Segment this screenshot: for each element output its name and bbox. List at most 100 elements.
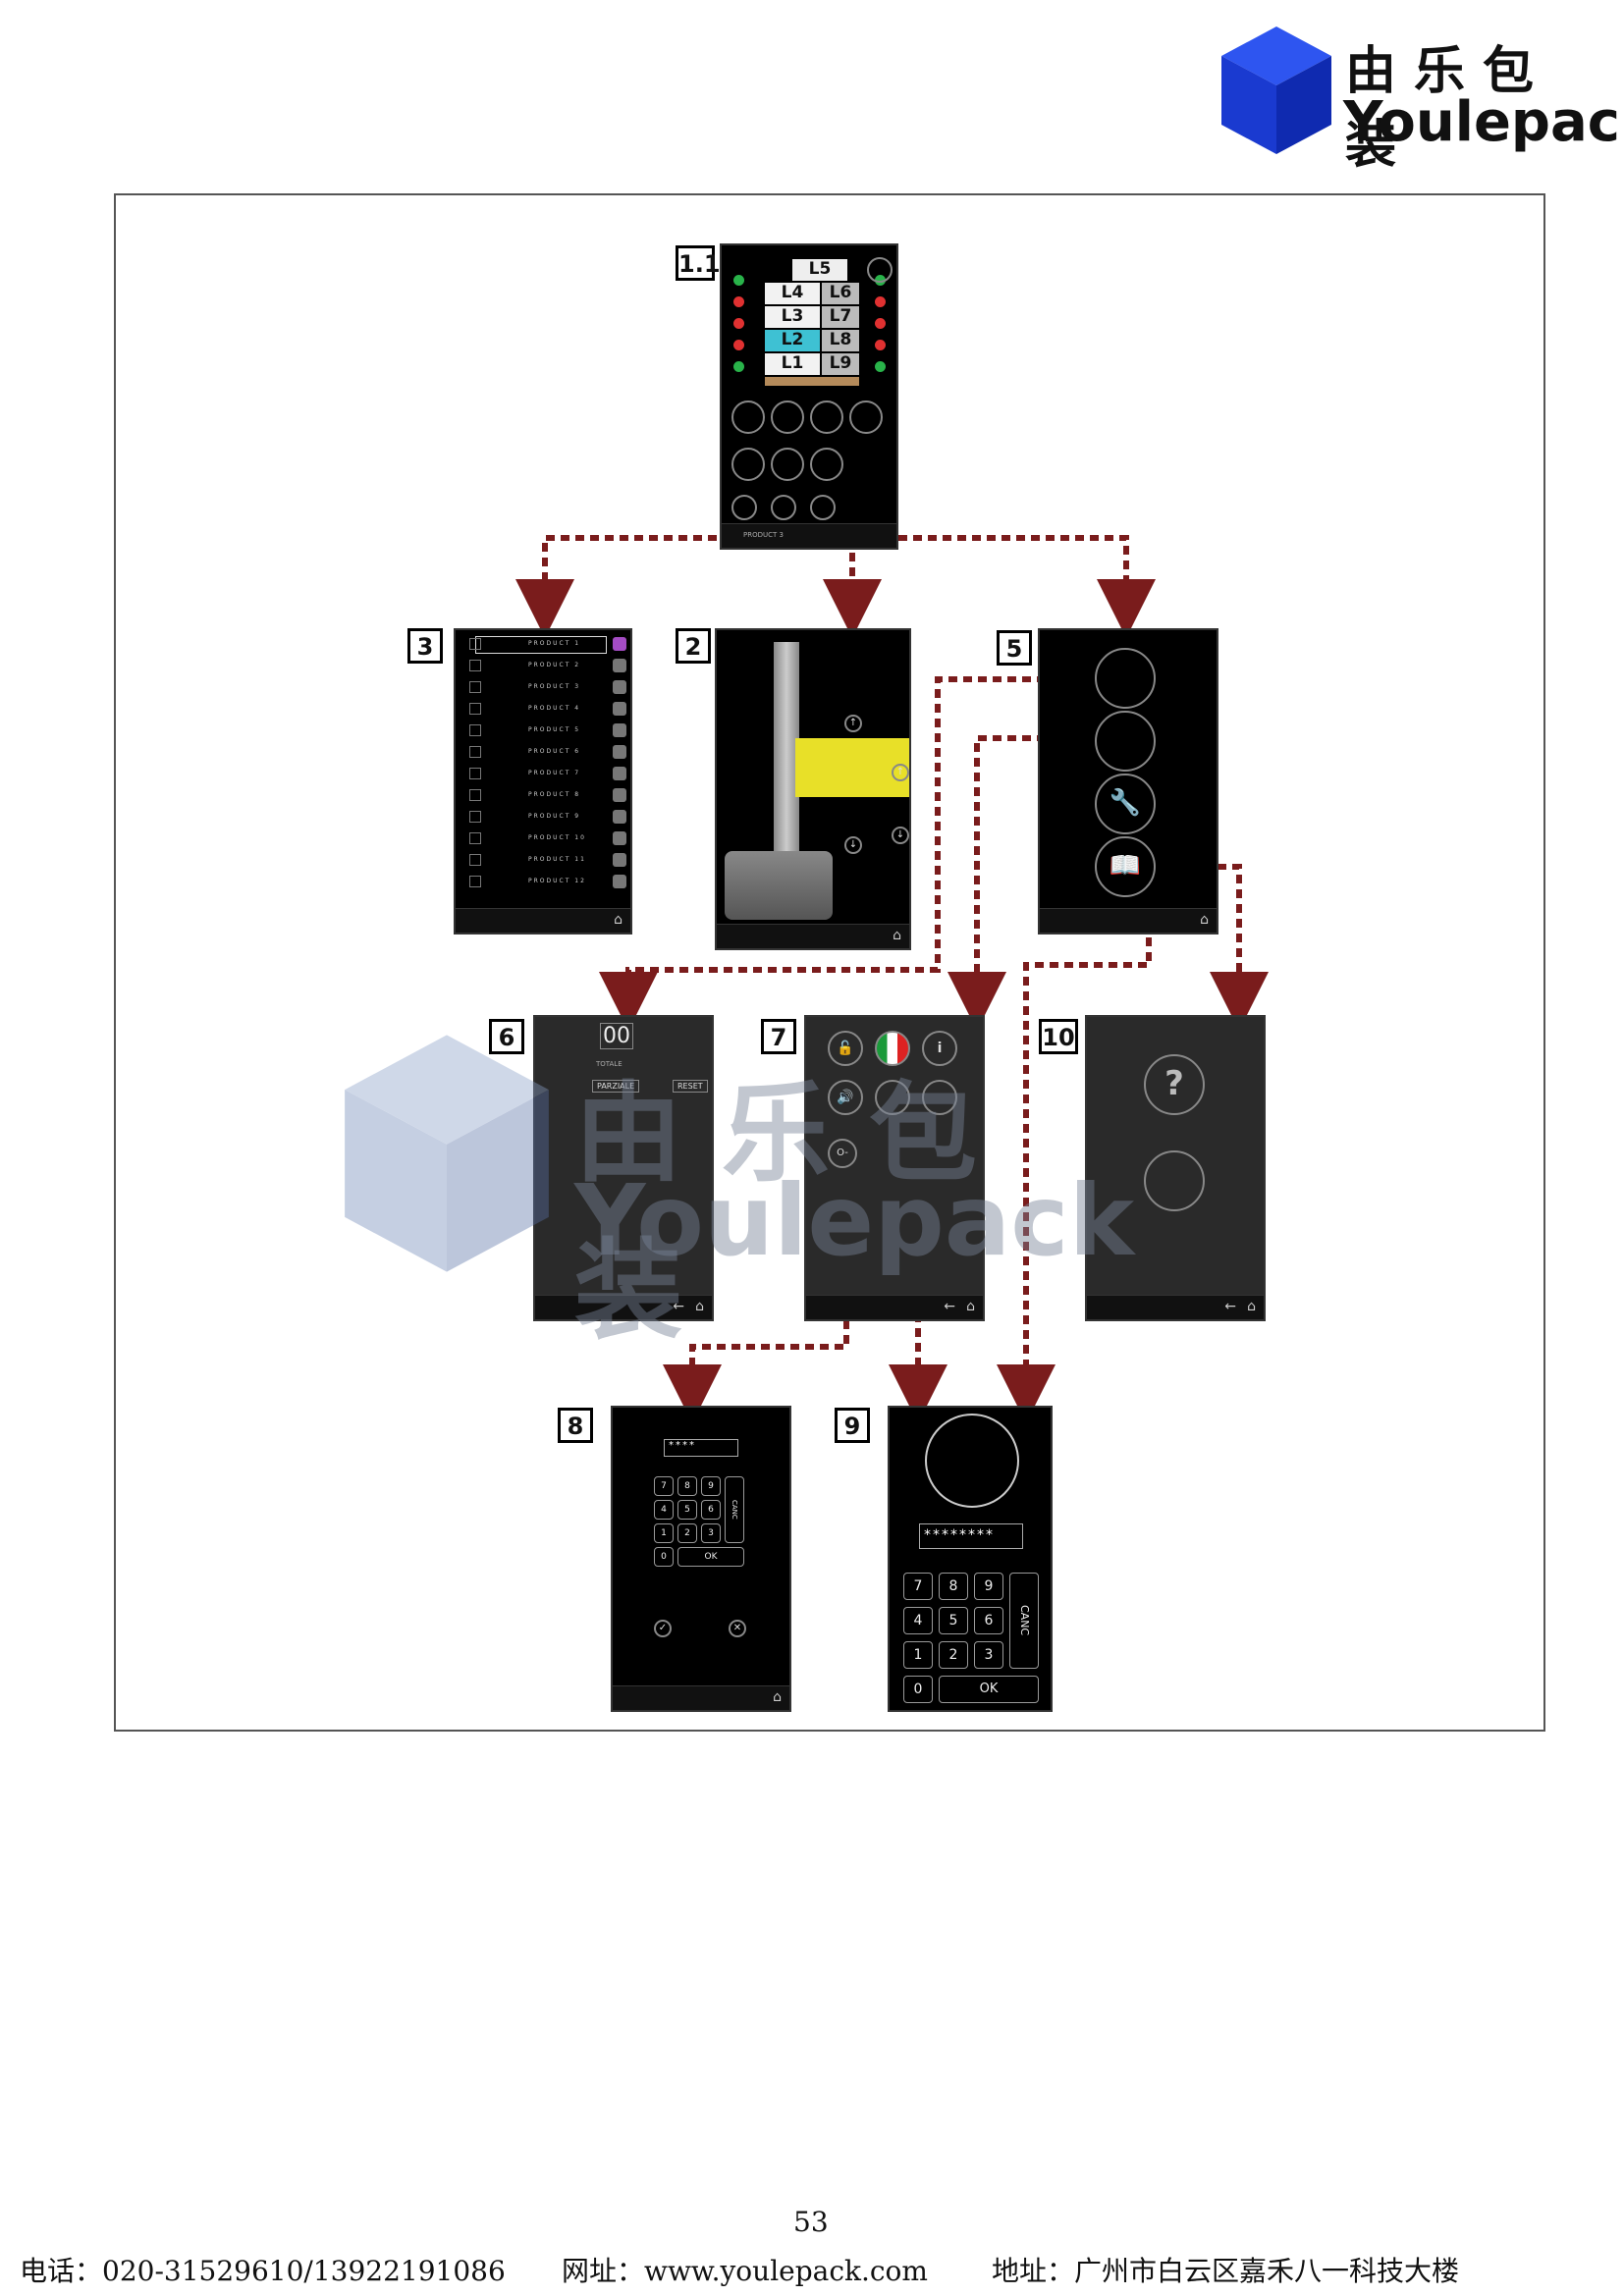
key-9[interactable]: 9 [701, 1476, 721, 1496]
bottom-bar: ⌂ [613, 1685, 789, 1710]
language-flag-icon[interactable] [875, 1031, 910, 1066]
home-icon[interactable]: ⌂ [614, 912, 623, 928]
arrow-down-icon[interactable]: ↓ [844, 836, 862, 854]
product-row[interactable]: PRODUCT 10 [469, 830, 626, 848]
param-icon[interactable] [849, 400, 883, 434]
password-key-icon[interactable]: O- [828, 1139, 857, 1168]
product-row[interactable]: PRODUCT 5 [469, 722, 626, 740]
unlock-icon[interactable]: 🔓 [828, 1031, 863, 1066]
param-icon[interactable] [731, 448, 765, 481]
mode-icon[interactable] [731, 495, 757, 520]
status-dot [875, 340, 886, 350]
home-icon[interactable]: ⌂ [893, 928, 901, 943]
home-icon[interactable]: ⌂ [773, 1689, 782, 1705]
layer-l3[interactable]: L3 [765, 306, 820, 328]
layer-l5[interactable]: L5 [792, 259, 847, 281]
info-icon[interactable]: i [922, 1031, 957, 1066]
product-row[interactable]: PRODUCT 4 [469, 701, 626, 719]
key-4[interactable]: 4 [903, 1607, 933, 1634]
bottom-bar: PRODUCT 3 [722, 523, 896, 548]
manual-book-icon[interactable]: 📖 [1095, 836, 1156, 897]
canc-button[interactable]: CANC [1009, 1573, 1039, 1669]
home-icon[interactable]: ⌂ [695, 1299, 704, 1314]
layer-l4[interactable]: L4 [765, 283, 820, 304]
key-3[interactable]: 3 [974, 1641, 1003, 1669]
layer-l2[interactable]: L2 [765, 330, 820, 351]
layer-l9[interactable]: L9 [822, 353, 859, 375]
layer-l1[interactable]: L1 [765, 353, 820, 375]
status-dot [733, 340, 744, 350]
tag-10: 10 [1039, 1019, 1078, 1054]
password-field[interactable]: ******** [919, 1523, 1023, 1549]
back-arrow-icon[interactable]: ← [1224, 1299, 1236, 1314]
param-icon[interactable] [771, 400, 804, 434]
layer-l7[interactable]: L7 [822, 306, 859, 328]
key-2[interactable]: 2 [939, 1641, 968, 1669]
param-icon[interactable] [731, 400, 765, 434]
footer-website: 网址：www.youlepack.com [562, 2255, 928, 2287]
product-row[interactable]: PRODUCT 8 [469, 787, 626, 805]
product-row[interactable]: PRODUCT 1 [469, 636, 626, 654]
counter-menu-icon[interactable] [1095, 648, 1156, 709]
back-arrow-icon[interactable]: ← [673, 1299, 684, 1314]
volume-icon[interactable]: 🔊 [828, 1080, 863, 1115]
gear-icon[interactable] [867, 257, 893, 283]
arrow-up-icon[interactable]: ↑ [892, 764, 909, 781]
param-icon[interactable] [810, 400, 843, 434]
home-icon[interactable]: ⌂ [1200, 912, 1209, 928]
password-field[interactable]: **** [664, 1439, 738, 1457]
arrow-up-icon[interactable]: ↑ [844, 715, 862, 732]
home-icon[interactable]: ⌂ [966, 1299, 975, 1314]
brightness-icon[interactable] [875, 1080, 910, 1115]
help-question-icon[interactable]: ? [1144, 1054, 1205, 1115]
footer-phone: 电话：020-31529610/13922191086 [20, 2255, 506, 2287]
layer-l8[interactable]: L8 [822, 330, 859, 351]
cancel-x-icon[interactable]: ✕ [729, 1620, 746, 1637]
key-1[interactable]: 1 [903, 1641, 933, 1669]
settings-menu-icon[interactable] [1095, 711, 1156, 772]
key-0[interactable]: 0 [903, 1676, 933, 1703]
diagram-frame [114, 193, 1545, 1732]
ok-button[interactable]: OK [677, 1547, 744, 1567]
reset-button[interactable]: RESET [673, 1080, 708, 1093]
wrench-icon[interactable]: 🔧 [1095, 774, 1156, 834]
key-2[interactable]: 2 [677, 1523, 697, 1543]
key-7[interactable]: 7 [903, 1573, 933, 1600]
key-6[interactable]: 6 [701, 1500, 721, 1520]
layer-l6[interactable]: L6 [822, 283, 859, 304]
canc-button[interactable]: CANC [725, 1476, 744, 1543]
mode-icon[interactable] [810, 495, 836, 520]
home-icon[interactable]: ⌂ [1247, 1299, 1256, 1314]
product-row[interactable]: PRODUCT 7 [469, 766, 626, 783]
ok-button[interactable]: OK [939, 1676, 1039, 1703]
key-8[interactable]: 8 [939, 1573, 968, 1600]
status-dot [733, 275, 744, 286]
mode-icon[interactable] [771, 495, 796, 520]
key-7[interactable]: 7 [654, 1476, 674, 1496]
key-8[interactable]: 8 [677, 1476, 697, 1496]
product-row[interactable]: PRODUCT 2 [469, 658, 626, 675]
product-row[interactable]: PRODUCT 12 [469, 874, 626, 891]
key-1[interactable]: 1 [654, 1523, 674, 1543]
status-dot [733, 318, 744, 329]
key-0[interactable]: 0 [654, 1547, 674, 1567]
back-arrow-icon[interactable]: ← [944, 1299, 955, 1314]
key-3[interactable]: 3 [701, 1523, 721, 1543]
product-row[interactable]: PRODUCT 11 [469, 852, 626, 870]
tag-1-1: 1.1 [676, 245, 721, 281]
arrow-down-icon[interactable]: ↓ [892, 827, 909, 844]
param-icon[interactable] [810, 448, 843, 481]
confirm-check-icon[interactable]: ✓ [654, 1620, 672, 1637]
product-row[interactable]: PRODUCT 6 [469, 744, 626, 762]
param-icon[interactable] [771, 448, 804, 481]
key-9[interactable]: 9 [974, 1573, 1003, 1600]
service-cart-icon[interactable] [1144, 1150, 1205, 1211]
key-5[interactable]: 5 [939, 1607, 968, 1634]
key-6[interactable]: 6 [974, 1607, 1003, 1634]
product-row[interactable]: PRODUCT 9 [469, 809, 626, 827]
product-row[interactable]: PRODUCT 3 [469, 679, 626, 697]
network-icon[interactable] [922, 1080, 957, 1115]
key-5[interactable]: 5 [677, 1500, 697, 1520]
key-4[interactable]: 4 [654, 1500, 674, 1520]
status-bar [613, 1408, 789, 1417]
